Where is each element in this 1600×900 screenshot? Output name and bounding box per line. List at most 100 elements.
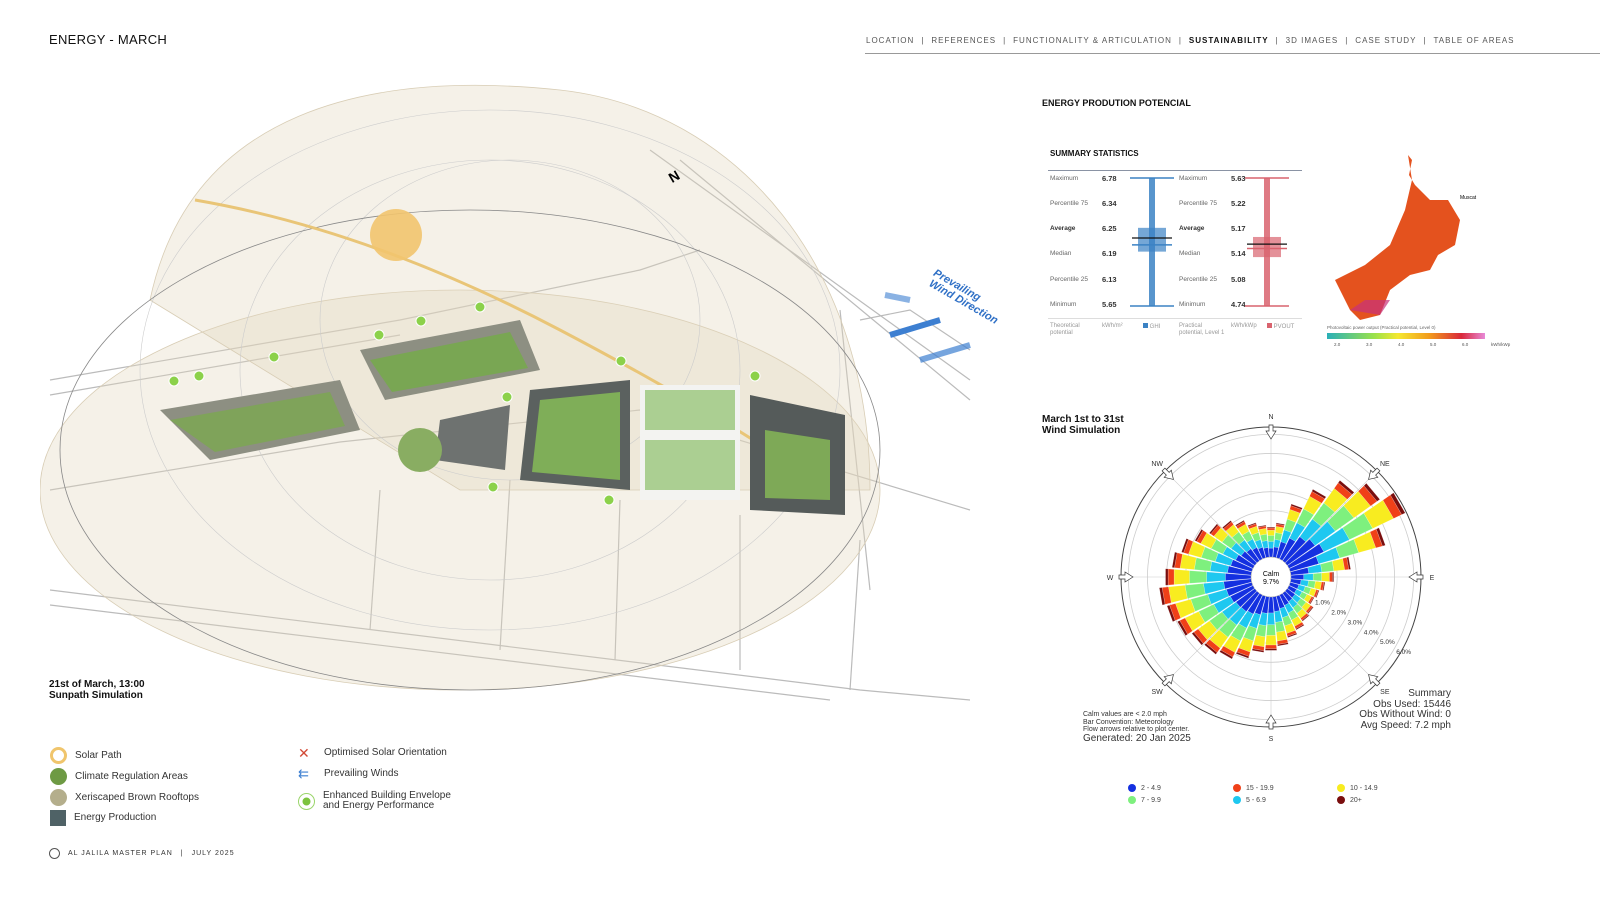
prevailing-wind-arrows [884,292,971,363]
ring-label: 2.0% [1331,609,1346,616]
envelope-markers [168,301,761,506]
wind-legend-item: 10 - 14.9 [1337,784,1378,792]
colorbar-tick: 2.0 [1334,342,1341,347]
nav-3d-images[interactable]: 3D IMAGES [1285,36,1339,45]
pvout-value: 4.74 [1231,300,1246,309]
wind-sector [1282,480,1355,563]
ghi-value: 6.19 [1102,249,1117,258]
wind-bar-segment [1303,573,1314,581]
wind-bar-segment [1309,597,1315,605]
wind-bar-segment [1329,572,1333,582]
stat-label: Percentile 25 [1050,276,1088,283]
wind-bar-segment [1168,585,1188,603]
direction-label-n: N [1268,414,1273,421]
wind-bar-segment [1268,547,1274,558]
wind-bar-segment [1311,489,1327,499]
bin-color-icon [1128,784,1136,792]
wind-bar-segment [1265,644,1277,649]
direction-label-e: E [1430,575,1435,582]
wind-sector [1287,585,1315,605]
wind-bar-segment [1219,649,1233,660]
energy-title: ENERGY PRODUTION POTENCIAL [1042,98,1191,108]
wind-bar-segment [1313,572,1322,582]
wind-bar-segment [1321,572,1330,582]
wind-bar-segment [1268,541,1274,549]
wind-legend-item: 15 - 19.9 [1233,784,1274,792]
wind-legend-item: 5 - 6.9 [1233,796,1266,804]
legend-orientation: ✕Optimised Solar Orientation [298,745,447,761]
colorbar-title: Photovoltaic power output (Practical pot… [1327,325,1436,330]
nav-table-of-areas[interactable]: TABLE OF AREAS [1433,36,1515,45]
bin-color-icon [1233,784,1241,792]
ring-label: 6.0% [1396,649,1411,656]
direction-label-w: W [1107,575,1114,582]
legend-climate: Climate Regulation Areas [50,768,188,785]
nav-sustainability[interactable]: SUSTAINABILITY [1188,36,1269,45]
wind-sector [1235,520,1263,561]
wind-sector [1165,568,1252,586]
calm-label: Calm [1263,571,1280,578]
ghi-value: 6.34 [1102,199,1117,208]
legend-solar-path: Solar Path [50,747,122,764]
wind-sector [1235,595,1266,659]
muscat-label: Muscat [1460,195,1477,201]
wind-bar-segment [1268,596,1274,614]
wind-bar-segment [1267,530,1275,536]
wind-sector [1287,492,1406,569]
wind-bar-segment [1290,503,1303,510]
legend-winds: ⇇Prevailing Winds [298,766,399,781]
bin-color-icon [1128,796,1136,804]
bin-color-icon [1337,784,1345,792]
wind-bar-segment [1167,568,1175,586]
top-nav: LOCATION|REFERENCES|FUNCTIONALITY & ARTI… [866,36,1515,45]
wind-bar-segment [1295,624,1305,631]
nav-functionality-articulation[interactable]: FUNCTIONALITY & ARTICULATION [1013,36,1172,45]
orientation-icon: ✕ [298,745,310,761]
nav-case-study[interactable]: CASE STUDY [1355,36,1417,45]
wind-sector [1285,588,1314,614]
colorbar-unit: kWh/kWp [1491,342,1511,347]
stat-label: Median [1050,250,1072,257]
wind-bar-segment [1266,624,1276,636]
flow-arrow-icon [1118,571,1134,583]
colorbar-tick: 6.0 [1462,342,1469,347]
wind-bar-segment [1307,580,1316,589]
ring-label: 4.0% [1364,629,1379,636]
wind-sector [1181,538,1253,572]
wind-sector [1204,591,1260,655]
wind-bar-segment [1204,643,1218,655]
wind-bar-segment [1274,532,1283,541]
wind-sector [1222,520,1260,563]
ring-label: 5.0% [1380,639,1395,646]
wind-bar-segment [1159,587,1166,606]
wind-sector [1209,523,1257,566]
flow-arrow-icon [1161,467,1174,480]
stat-label: Average [1050,225,1076,232]
wind-bar-segment [1251,648,1265,653]
stat-label: Maximum [1179,175,1208,182]
direction-label-s: S [1269,736,1274,743]
wind-sector [1285,483,1380,566]
flow-arrow-icon [1161,674,1174,687]
nav-references[interactable]: REFERENCES [931,36,997,45]
wind-sector [1177,585,1255,636]
wind-bar-segment [1222,520,1232,529]
wind-sector [1290,578,1326,591]
logo-icon [49,848,60,859]
wind-bar-segment [1320,561,1335,573]
nav-location[interactable]: LOCATION [866,36,915,45]
wind-bar-segment [1338,480,1355,495]
colorbar-tick: 4.0 [1398,342,1405,347]
wind-sector [1279,489,1327,561]
wind-bar-segment [1235,651,1250,659]
wind-bar-segment [1275,621,1286,633]
colorbar [1327,333,1485,339]
stat-label: Percentile 75 [1179,200,1217,207]
wind-sector [1265,596,1277,651]
wind-sector [1257,524,1270,558]
wind-bar-segment [1315,590,1320,598]
wind-bar-segment [1287,632,1298,638]
colorbar-tick: 3.0 [1366,342,1373,347]
